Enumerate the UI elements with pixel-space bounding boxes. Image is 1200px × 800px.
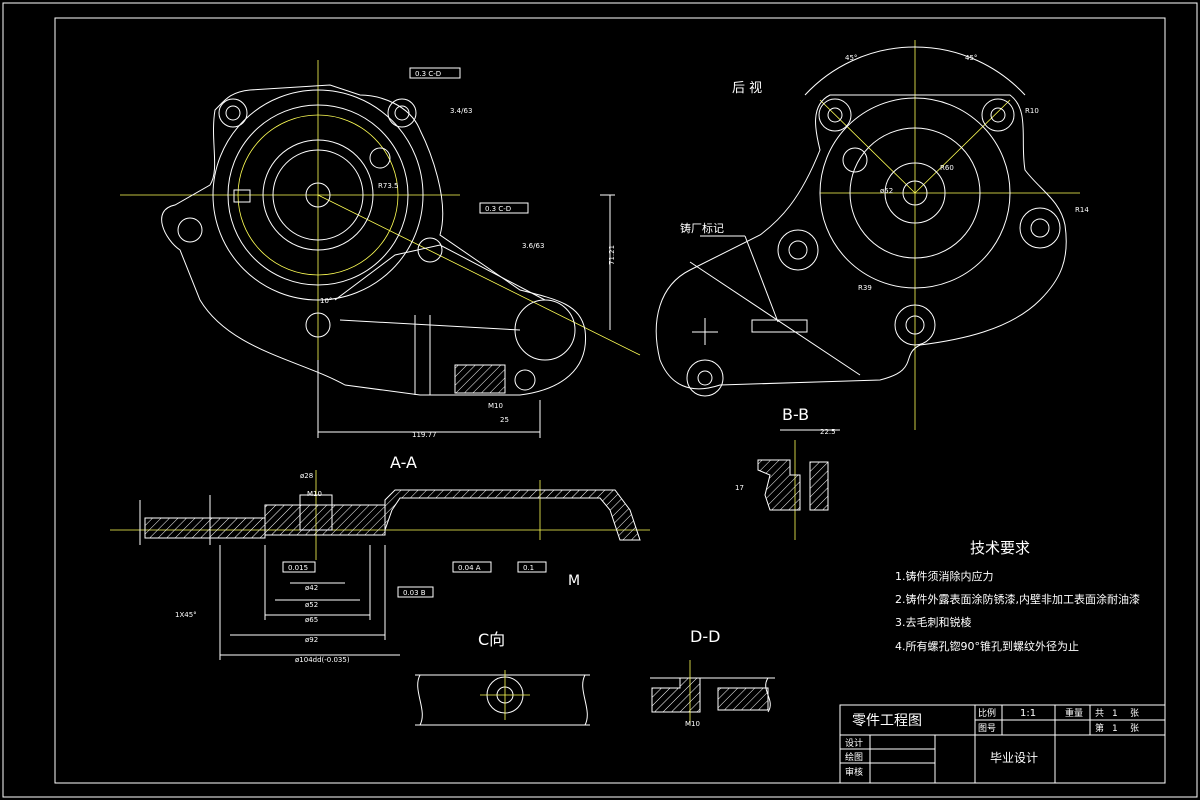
dim-r10: R10 [1025,107,1039,115]
dim-m10-section: M10 [307,490,322,498]
review-label: 审核 [845,766,863,778]
tech-item-3: 3.去毛刺和锐棱 [895,615,972,629]
front-view: 0.3 C-D 0.3 C-D 3.4/63 3.6/63 R73.5 119.… [120,60,641,439]
dim-119-77: 119.77 [412,431,437,439]
total-value: 1 [1112,709,1118,719]
tolerance-5: 0.015 [288,564,308,572]
tolerance-3: 0.04 A [458,564,481,572]
draw-label: 绘图 [845,751,863,763]
dim-10deg: 10° [320,297,332,305]
dim-45-left: 45° [845,54,857,62]
tolerance-4: 0.1 [523,564,534,572]
m-label: M [568,573,580,589]
total-label: 共 [1095,708,1104,719]
section-d-d: D-D M10 [650,627,775,728]
dim-17: 17 [735,484,744,492]
tech-item-2: 2.铸件外露表面涂防锈漆,内壁非加工表面涂耐油漆 [895,592,1140,606]
dim-d52: ø52 [880,187,893,195]
dim-25: 25 [500,416,509,424]
section-aa-label: A-A [390,453,417,472]
section-b-b: B-B 22.5 17 [735,405,840,540]
sheet-value: 1 [1112,724,1118,734]
dim-m10-dd: M10 [685,720,700,728]
dim-d92: ø92 [305,636,318,644]
tolerance-1: 0.3 C-D [415,70,441,78]
dim-d52b: ø52 [305,601,318,609]
dim-r60: R60 [940,164,954,172]
view-c-label: C向 [478,630,505,649]
tech-title: 技术要求 [970,539,1030,557]
tech-item-1: 1.铸件须消除内应力 [895,569,994,583]
dim-d104: ø104dd(-0.035) [295,656,350,664]
section-bb-label: B-B [782,405,809,424]
scale-value: 1:1 [1020,708,1036,719]
dim-1x45: 1X45° [175,611,197,619]
tech-item-4: 4.所有螺孔锪90°锥孔到螺纹外径为止 [895,639,1079,653]
design-label: 设计 [845,737,863,749]
title-block: 零件工程图 比例 1:1 图号 重量 共 1 张 第 1 张 设计 绘图 审核 … [839,704,1166,784]
part-name: 零件工程图 [852,713,922,729]
sheet-unit: 张 [1130,708,1139,719]
tolerance-2: 0.3 C-D [485,205,511,213]
page-unit: 张 [1130,723,1139,734]
dim-r14: R14 [1075,206,1089,214]
dim-71-21: 71.21 [608,245,616,265]
roughness-2: 3.6/63 [522,242,544,250]
dim-45-right: 45° [965,54,977,62]
dim-d65: ø65 [305,616,318,624]
inner-frame [54,17,1166,784]
scale-label: 比例 [978,707,996,719]
foundry-mark-label: 铸厂标记 [680,221,724,235]
drawing-no-label: 图号 [978,723,996,734]
roughness-1: 3.4/63 [450,107,472,115]
dim-r73-5: R73.5 [378,182,398,190]
dim-d42: ø42 [305,584,318,592]
dim-22-5: 22.5 [820,428,836,436]
dim-m10: M10 [488,402,503,410]
weight-label: 重量 [1065,707,1083,719]
dim-d28: ø28 [300,472,313,480]
section-a-a: A-A ø104dd(-0.035) ø92 ø65 ø52 ø42 ø28 M… [110,453,650,664]
tech-requirements: 技术要求 1.铸件须消除内应力 2.铸件外露表面涂防锈漆,内壁非加工表面涂耐油漆… [895,539,1140,653]
rear-view: 后 视 铸厂标记 45° 45° R10 R14 R39 R60 ø52 [655,40,1089,430]
project-name: 毕业设计 [990,751,1038,765]
dim-r39: R39 [858,284,872,292]
section-dd-label: D-D [690,627,720,646]
tolerance-6: 0.03 B [403,589,426,597]
sheet-label: 第 [1095,722,1104,734]
rear-view-label: 后 视 [732,81,762,96]
view-c: C向 [415,630,590,726]
